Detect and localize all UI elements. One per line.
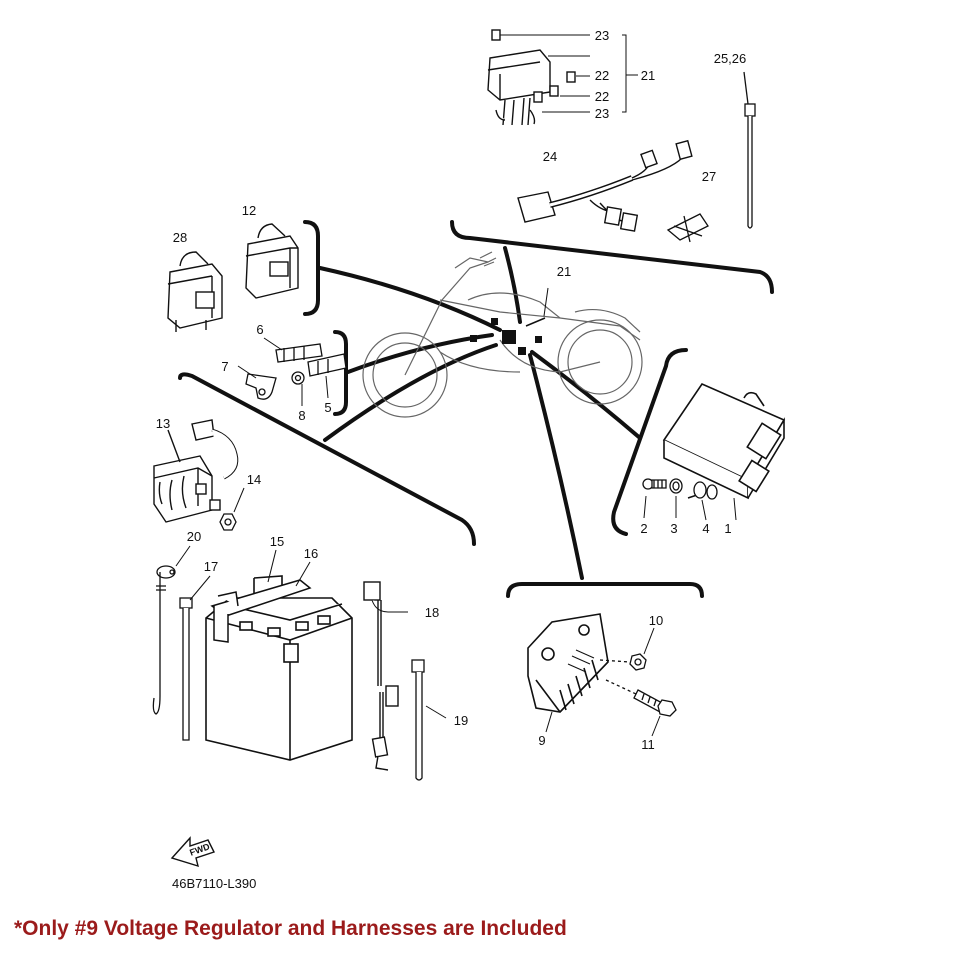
- part-label-21-top: 21: [641, 68, 655, 83]
- motorcycle-outline: [362, 251, 643, 418]
- cable-band-19: [411, 659, 447, 781]
- leader-to-top: [503, 246, 522, 324]
- bolt-11: [605, 679, 677, 737]
- part-label-28: 28: [173, 230, 187, 245]
- ecu-fasteners-2-4: [642, 478, 737, 521]
- part-label-1: 1: [724, 521, 731, 536]
- part-label-7: 7: [221, 359, 228, 374]
- fuse-box-21: [487, 29, 576, 126]
- part-label-21-bike: 21: [557, 264, 571, 279]
- connector-6: [275, 343, 323, 363]
- part-label-14: 14: [247, 472, 261, 487]
- part-label-4: 4: [702, 521, 709, 536]
- battery-band-16: [210, 549, 312, 643]
- part-label-5: 5: [324, 400, 331, 415]
- grommet-4: [693, 481, 707, 499]
- relay-12: [245, 223, 299, 299]
- stay-7: [245, 373, 277, 400]
- connector-parts-5-8: [245, 343, 347, 400]
- part-label-12: 12: [242, 203, 256, 218]
- part-label-16: 16: [304, 546, 318, 561]
- wire-harness-24: [517, 139, 693, 232]
- part-label-3: 3: [670, 521, 677, 536]
- cable-tie-25-26: [743, 71, 756, 229]
- group-brackets: [178, 220, 774, 598]
- connector-leaders: [237, 337, 329, 406]
- part-labels: 1 2 3 4 5 6 7 8 9 10 11 12 13 14 15 16 1…: [156, 28, 747, 752]
- leader-to-ecu: [530, 350, 642, 440]
- part-label-18: 18: [425, 605, 439, 620]
- part-label-11: 11: [641, 737, 655, 752]
- part-label-27: 27: [702, 169, 716, 184]
- bracket-connectors: [333, 330, 348, 416]
- bracket-relays: [303, 220, 320, 316]
- part-label-22-b: 22: [595, 89, 609, 104]
- bracket-starter-battery: [178, 372, 476, 546]
- clip-27: [666, 213, 709, 243]
- fwd-arrow-icon: FWD: [170, 836, 215, 868]
- part-label-8: 8: [298, 408, 305, 423]
- connector-lead-18: [363, 581, 408, 771]
- part-label-19: 19: [454, 713, 468, 728]
- bike-connector-cluster: [470, 287, 549, 355]
- drawing-code: 46B7110-L390: [172, 876, 256, 891]
- part-label-24: 24: [543, 149, 557, 164]
- nut-14: [219, 487, 245, 531]
- ecu-1: [662, 382, 786, 500]
- relay-28: [167, 251, 223, 332]
- part-label-10: 10: [649, 613, 663, 628]
- leader-to-regulator: [528, 353, 584, 580]
- bracket-top-right: [450, 220, 774, 294]
- included-parts-note: *Only #9 Voltage Regulator and Harnesses…: [14, 917, 567, 940]
- terminal-cover-17: [179, 575, 211, 741]
- leader-to-relays: [318, 266, 502, 332]
- voltage-regulator-9: [527, 613, 609, 733]
- part-label-6: 6: [256, 322, 263, 337]
- leader-to-starter: [323, 343, 498, 442]
- bracket-regulator: [506, 582, 704, 598]
- part-label-23-b: 23: [595, 106, 609, 121]
- part-label-17: 17: [204, 559, 218, 574]
- part-label-20: 20: [187, 529, 201, 544]
- lead-wire-20: [152, 545, 191, 715]
- fuse-leaders: [500, 34, 638, 113]
- part-label-9: 9: [538, 733, 545, 748]
- part-label-13: 13: [156, 416, 170, 431]
- bolt-10: [599, 627, 655, 671]
- part-label-2: 2: [640, 521, 647, 536]
- part-label-23-a: 23: [595, 28, 609, 43]
- part-label-25-26: 25,26: [714, 51, 747, 66]
- part-label-15: 15: [270, 534, 284, 549]
- starter-relay-13: [153, 419, 239, 523]
- part-label-22-a: 22: [595, 68, 609, 83]
